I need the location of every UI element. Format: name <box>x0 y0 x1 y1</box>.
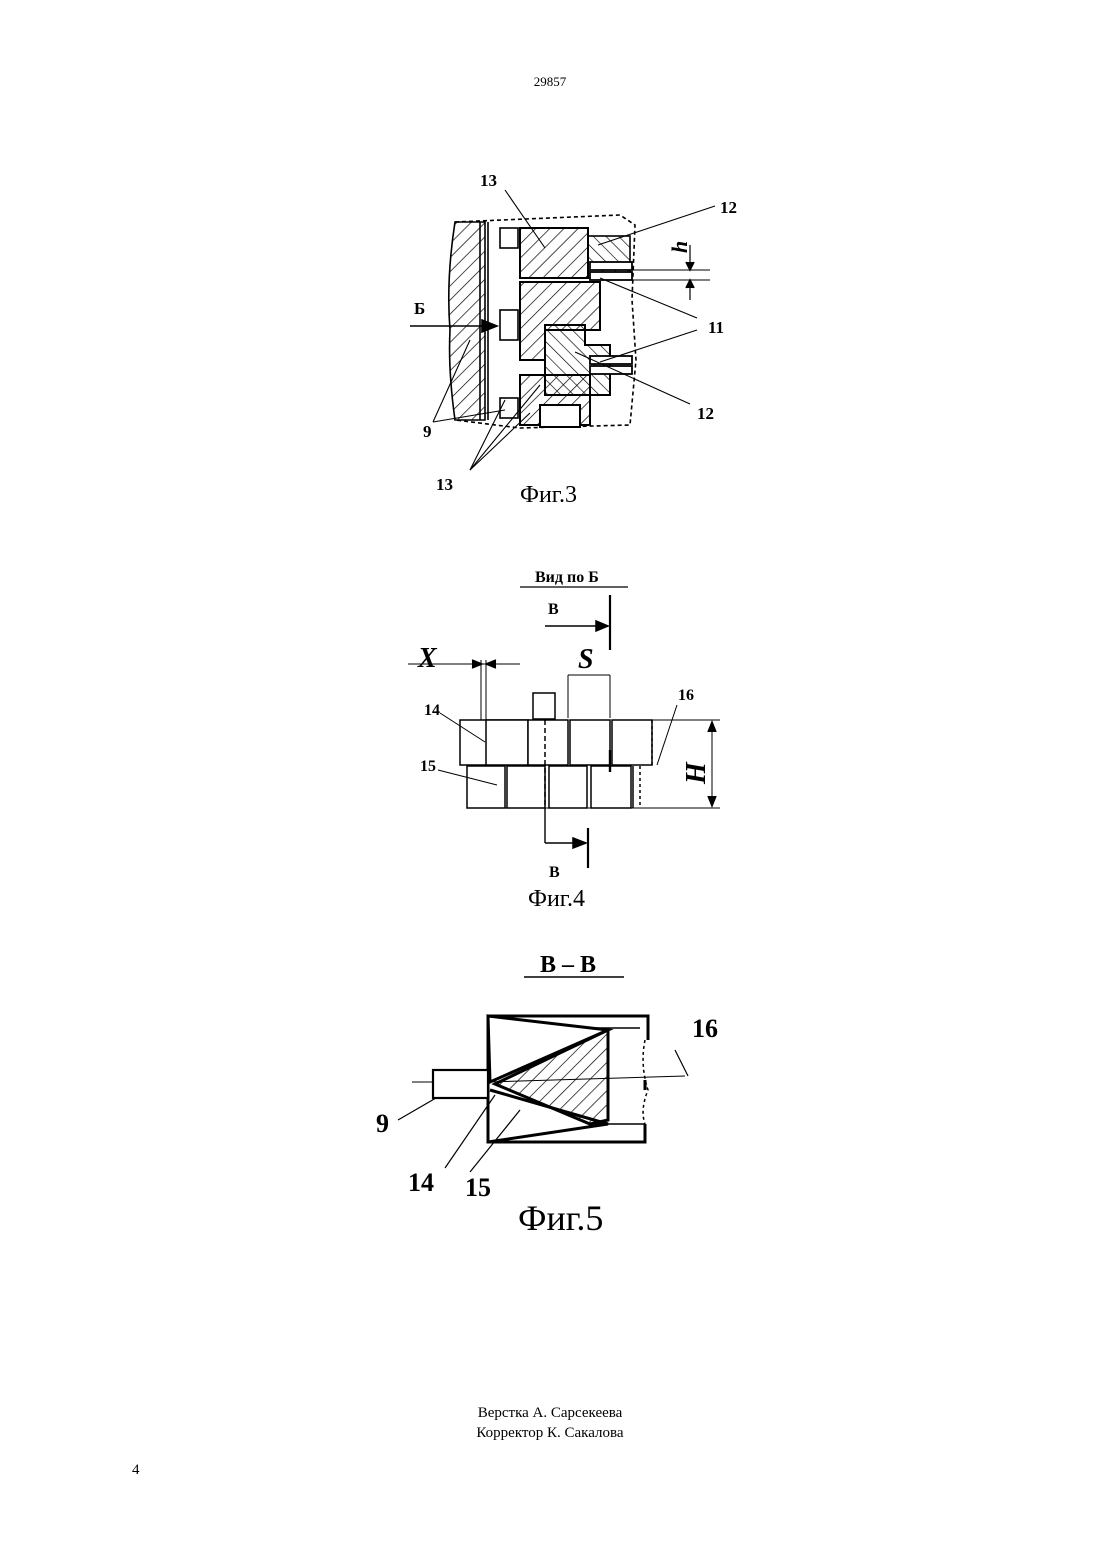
fig3-label-12-top: 12 <box>720 198 737 217</box>
fig5-label-9: 9 <box>376 1109 389 1138</box>
figure-4 <box>408 587 720 868</box>
fig4-label-s: S <box>578 644 594 675</box>
fig4-section-label-top: В <box>548 601 559 618</box>
fig3-label-h: h <box>667 241 692 253</box>
figure-3 <box>410 190 715 470</box>
fig3-label-13-bottom: 13 <box>436 475 453 494</box>
layout-credit: Верстка А. Сарсекеева <box>0 1403 1100 1423</box>
fig4-label-15: 15 <box>420 758 436 775</box>
fig4-title: Вид по Б <box>535 569 599 586</box>
fig4-bottom-cell <box>467 766 505 808</box>
fig4-label-H: H <box>681 761 712 785</box>
fig3-caption: Фиг.3 <box>520 482 577 508</box>
fig5-label-16: 16 <box>692 1014 718 1043</box>
fig4-label-16: 16 <box>678 687 694 704</box>
fig3-upper-block <box>520 228 588 278</box>
fig5-caption: Фиг.5 <box>518 1198 603 1238</box>
fig5-pin <box>433 1070 488 1098</box>
fig5-hatched-insert <box>495 1030 608 1124</box>
fig4-label-14: 14 <box>424 702 440 719</box>
figure-5 <box>398 977 688 1172</box>
fig3-label-11: 11 <box>708 318 724 337</box>
fig4-caption: Фиг.4 <box>528 886 585 912</box>
fig4-section-label-bottom: В <box>549 864 560 881</box>
credits: Верстка А. Сарсекеева Корректор К. Сакал… <box>0 1403 1100 1443</box>
sheet-number: 4 <box>132 1462 140 1479</box>
fig4-label-x: X <box>417 643 438 674</box>
fig5-title: В – В <box>540 952 596 978</box>
fig3-label-13-top: 13 <box>480 171 497 190</box>
fig5-label-15: 15 <box>465 1173 491 1202</box>
fig3-label-12-bottom: 12 <box>697 404 714 423</box>
corrector-credit: Корректор К. Сакалова <box>0 1423 1100 1443</box>
fig5-label-14: 14 <box>408 1168 434 1197</box>
fig3-label-9: 9 <box>423 422 432 441</box>
fig3-label-b: Б <box>414 299 425 318</box>
